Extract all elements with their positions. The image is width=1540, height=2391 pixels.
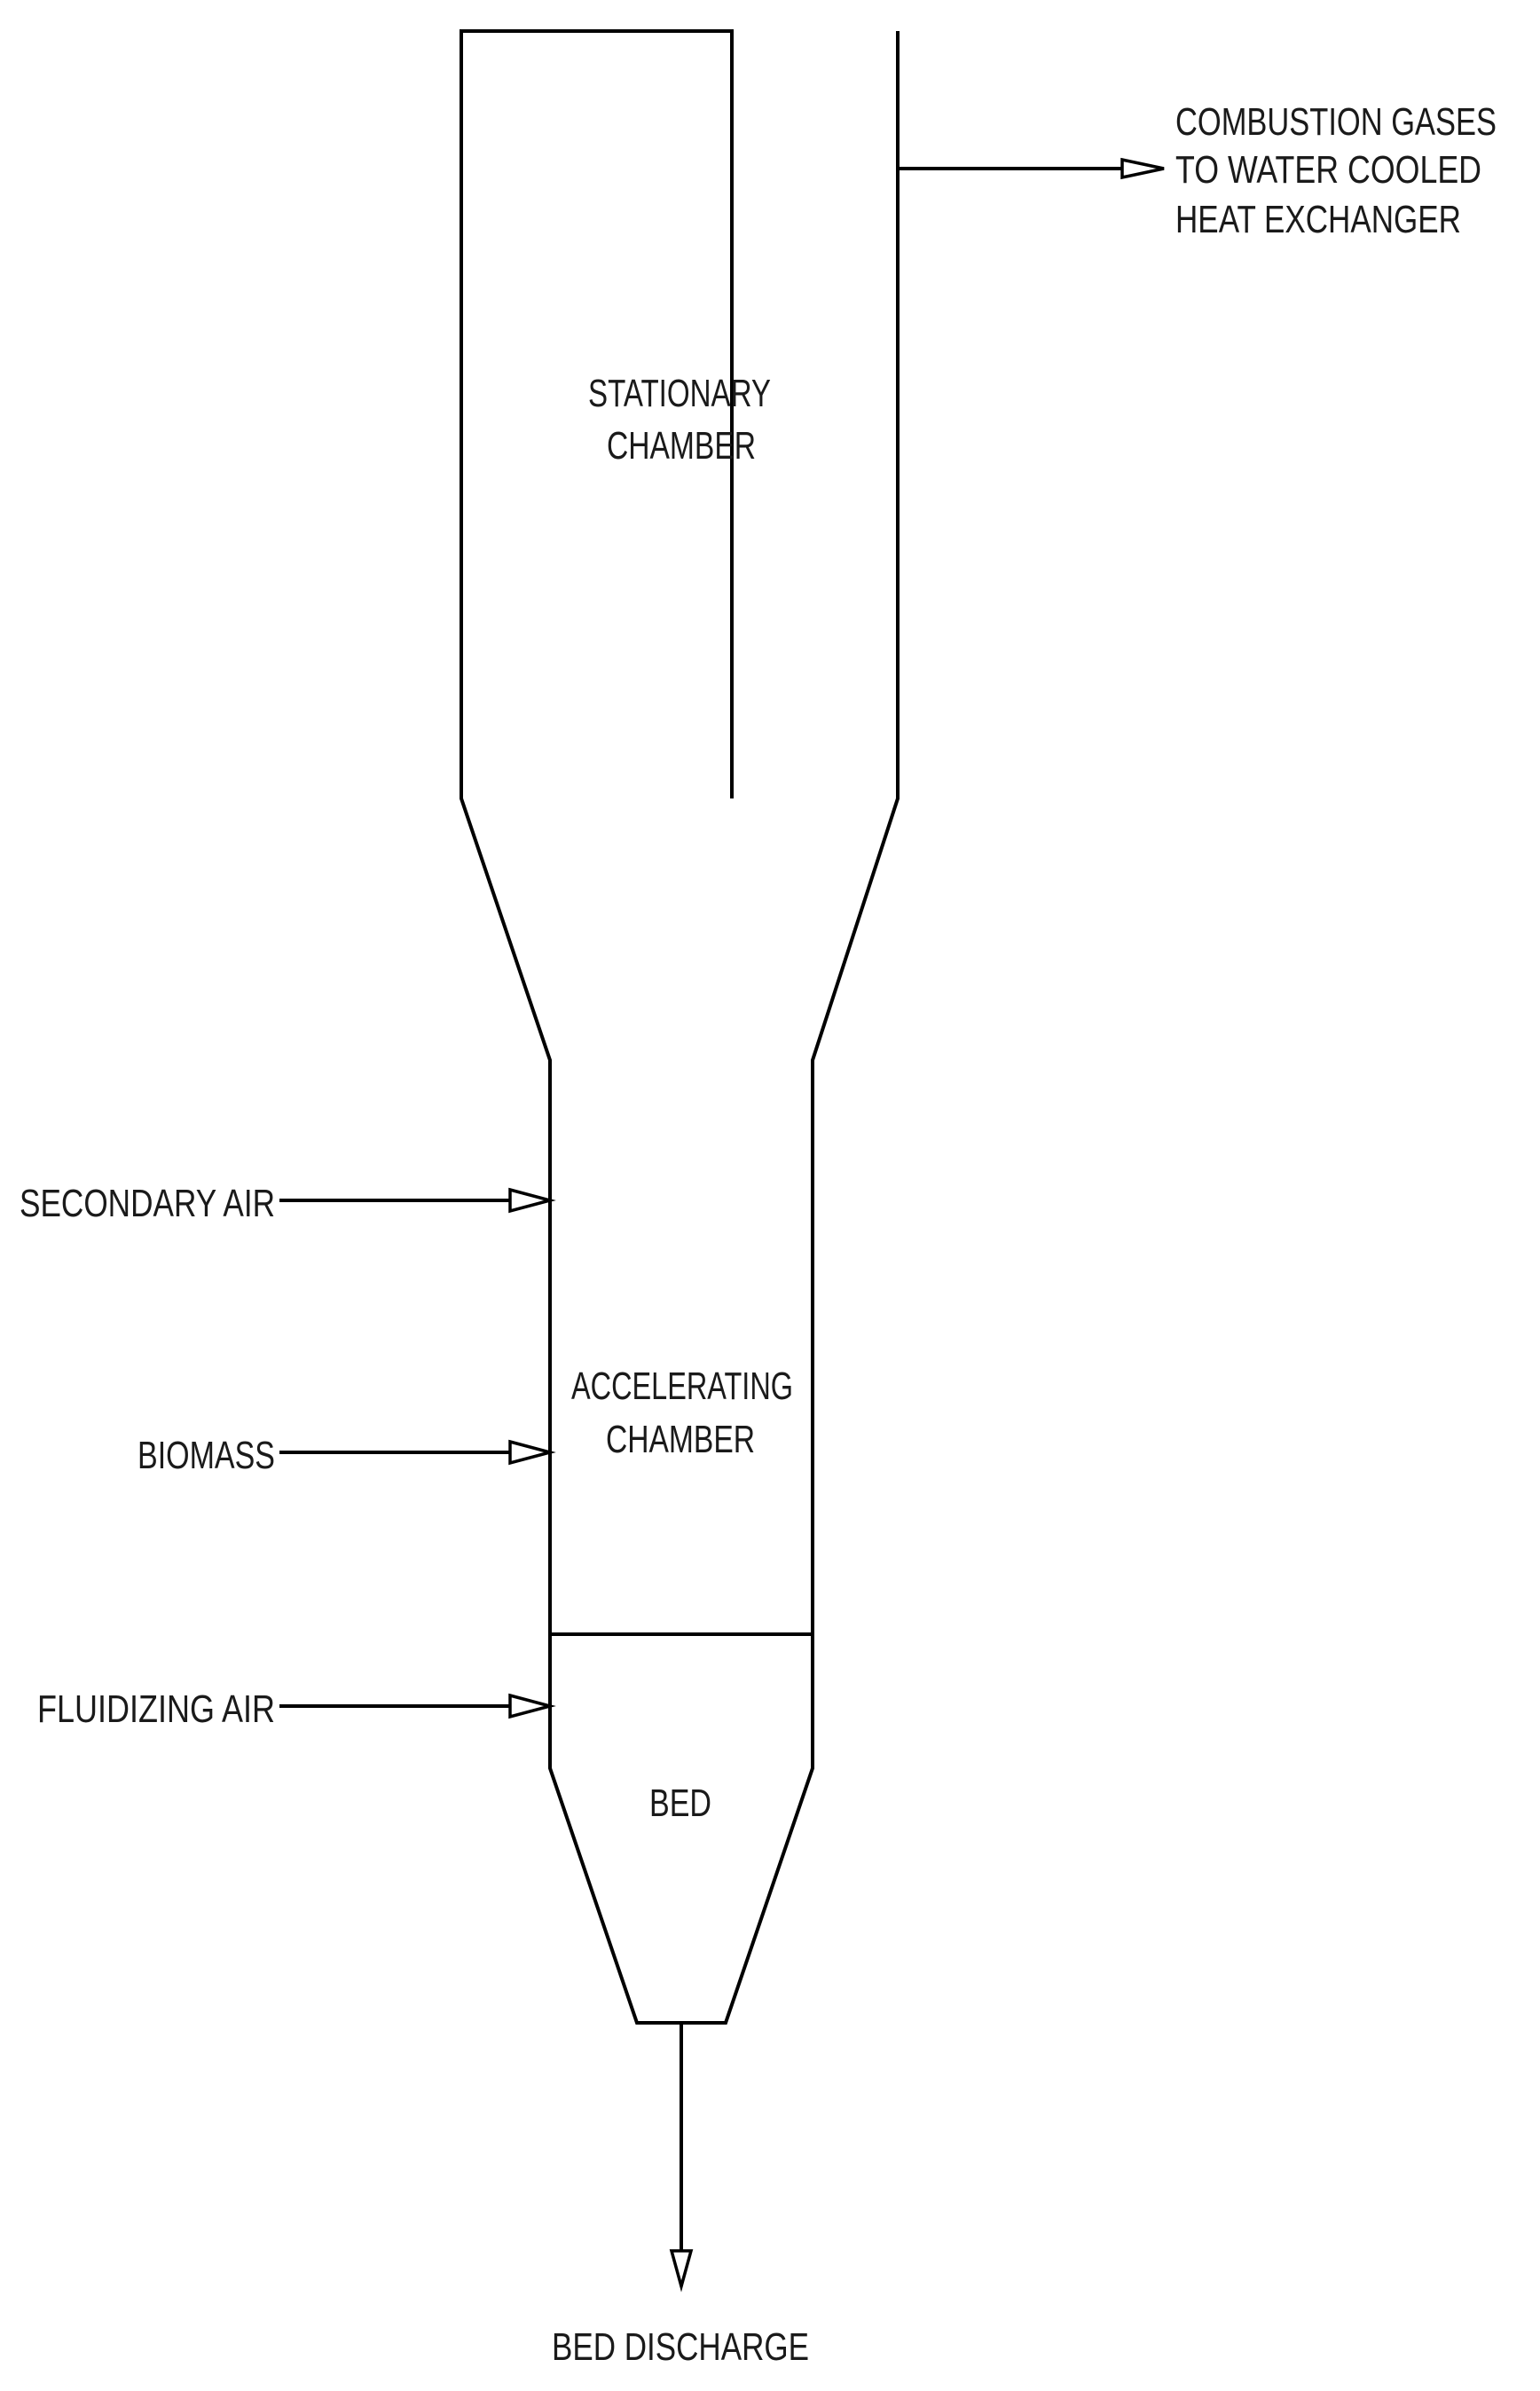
biomass-label: BIOMASS <box>138 1434 275 1477</box>
fluidizing-air-arrow-icon <box>508 1693 556 1719</box>
stationary-chamber-label-line1: STATIONARY <box>588 372 771 415</box>
combustion-gases-label-line1: COMBUSTION GASES <box>1175 100 1497 144</box>
biomass-inlet <box>279 1439 556 1466</box>
biomass-arrow-icon <box>508 1439 556 1466</box>
bed-discharge-arrow-icon <box>669 2249 694 2293</box>
fluidizing-air-label: FLUIDIZING AIR <box>37 1687 275 1731</box>
combustion-gases-label-line3: HEAT EXCHANGER <box>1175 198 1461 241</box>
secondary-air-arrow-icon <box>508 1187 556 1214</box>
combustion-gases-arrow-icon <box>1120 157 1165 180</box>
bed-label: BED <box>649 1781 711 1825</box>
stationary-chamber-label-line2: CHAMBER <box>607 424 756 468</box>
secondary-air-inlet <box>279 1187 556 1214</box>
combustion-gases-label-line2: TO WATER COOLED <box>1175 148 1481 192</box>
secondary-air-label: SECONDARY AIR <box>20 1182 275 1225</box>
bed-discharge-label: BED DISCHARGE <box>552 2325 809 2369</box>
vessel-outline <box>460 29 900 2025</box>
accelerating-chamber-label-line2: CHAMBER <box>606 1418 755 1461</box>
accelerating-chamber-label-line1: ACCELERATING <box>571 1365 793 1408</box>
fluidizing-air-inlet <box>279 1693 556 1719</box>
bed-discharge-outlet <box>669 2023 694 2293</box>
combustion-gases-outlet <box>898 157 1165 180</box>
